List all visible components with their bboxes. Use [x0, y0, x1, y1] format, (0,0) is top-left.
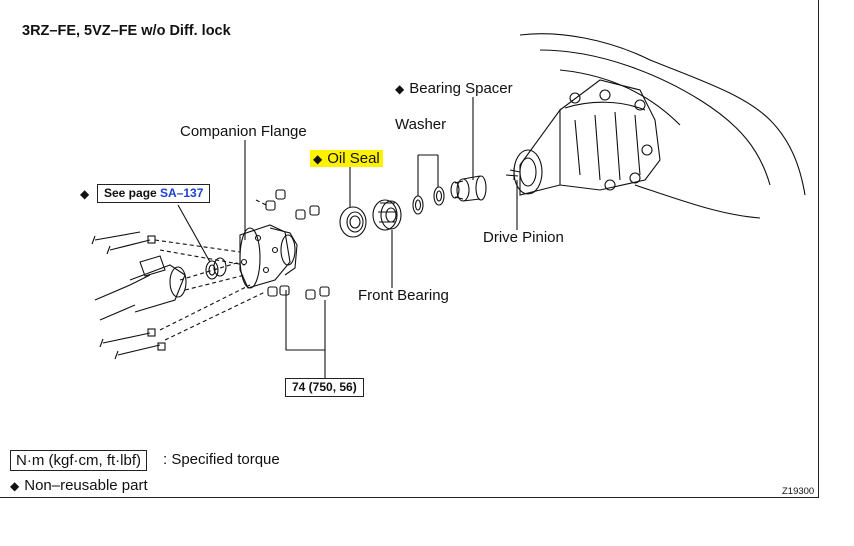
nuts	[265, 189, 330, 300]
non-reusable-icon: ◆	[10, 479, 20, 493]
see-page-link[interactable]: SA–137	[160, 186, 204, 200]
non-reusable-icon: ◆	[313, 152, 323, 166]
non-reusable-icon: ◆	[395, 82, 405, 96]
bolts	[91, 231, 166, 360]
torque-value-box: 74 (750, 56)	[285, 378, 364, 397]
differential-carrier	[505, 33, 806, 219]
label-drive-pinion: Drive Pinion	[483, 229, 564, 246]
label-companion-flange: Companion Flange	[180, 123, 307, 140]
label-washer: Washer	[395, 116, 447, 133]
bearing-spacer-text: Bearing Spacer	[409, 80, 513, 97]
see-page-reference: See page SA–137	[97, 184, 211, 203]
legend-unit-box: N·m (kgf·cm, ft·lbf)	[10, 450, 147, 471]
legend-torque-desc: : Specified torque	[163, 451, 280, 468]
label-bearing-spacer: ◆ Bearing Spacer	[395, 80, 513, 98]
bearing-spacer-part	[450, 175, 487, 202]
oil-seal-text: Oil Seal	[327, 150, 380, 167]
legend-non-reusable: ◆ Non–reusable part	[10, 477, 148, 495]
see-page-prefix: See page	[104, 186, 161, 200]
diagram-frame	[0, 0, 819, 498]
propeller-shaft	[94, 255, 227, 321]
front-bearing-part	[372, 199, 402, 231]
figure-code: Z19300	[782, 486, 815, 497]
oil-seal-highlight: ◆ Oil Seal	[310, 150, 383, 167]
leader-lines	[177, 97, 518, 378]
oil-seal-part	[339, 206, 367, 238]
label-oil-seal: ◆ Oil Seal	[310, 150, 383, 168]
assembly-guide-lines	[154, 199, 267, 341]
see-page-diamond: ◆	[80, 187, 90, 201]
legend-non-reusable-text: Non–reusable part	[24, 477, 148, 494]
companion-flange-part	[239, 224, 298, 289]
diagram-title: 3RZ–FE, 5VZ–FE w/o Diff. lock	[22, 23, 231, 39]
label-front-bearing: Front Bearing	[358, 287, 449, 304]
